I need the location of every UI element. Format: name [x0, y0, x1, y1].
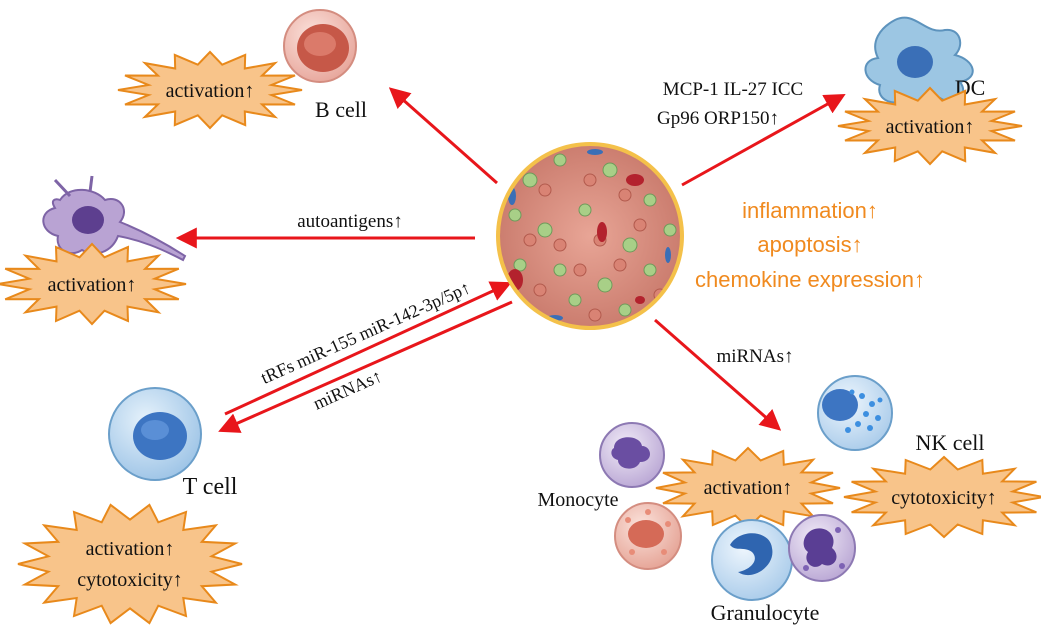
tissue-effect-inflammation: inflammation↑: [742, 198, 878, 223]
dc-burst: [837, 86, 1023, 166]
macrophage-icon: [42, 175, 187, 262]
macrophage-arrow-label: autoantigens↑: [297, 211, 403, 232]
b-cell-icon: [283, 9, 357, 83]
tissue-effect-apoptosis: apoptosis↑: [757, 232, 862, 257]
arrow-from-t-cell: [224, 281, 512, 416]
t-cell-burst: [17, 503, 243, 625]
b-cell-burst: [117, 50, 303, 130]
t-cell-effect-1: activation↑: [86, 538, 175, 560]
arrow-to-t-cell: [218, 300, 513, 433]
tissue-effect-chemokine: chemokine expression↑: [695, 267, 925, 292]
arrow-to-b-cell: [388, 87, 498, 185]
innate-effect: activation↑: [704, 477, 793, 499]
t-cell-arrow-label-down: miRNAs↑: [310, 366, 385, 414]
dc-arrow-label-line1: MCP-1 IL-27 ICC: [663, 79, 803, 100]
monocyte-label: Monocyte: [537, 489, 618, 511]
nk-cell-label: NK cell: [915, 430, 984, 455]
b-cell-effect: activation↑: [166, 80, 255, 102]
neutrophil-icon: [711, 519, 793, 601]
nk-cell-effect: cytotoxicity↑: [891, 487, 997, 509]
innate-burst: [655, 446, 841, 530]
arrow-to-innate-cells: [654, 318, 782, 431]
arrows: [175, 87, 846, 433]
granulocyte-icon: [614, 502, 856, 601]
innate-arrow-label: miRNAs↑: [716, 346, 793, 367]
b-cell-label: B cell: [315, 97, 367, 122]
tissue-section-icon: [496, 142, 684, 330]
macrophage-burst: [0, 242, 187, 326]
t-cell-label: T cell: [183, 474, 238, 500]
nk-cell-icon: [817, 375, 893, 451]
macrophage-effect: activation↑: [48, 274, 137, 296]
t-cell-icon: [108, 387, 202, 481]
dc-arrow-label-line2: Gp96 ORP150↑: [657, 108, 779, 129]
monocyte-icon: [599, 422, 665, 488]
dendritic-cell-icon: [864, 16, 974, 110]
dc-effect: activation↑: [886, 116, 975, 138]
granulocyte-label: Granulocyte: [711, 600, 820, 625]
nk-cell-burst: [843, 455, 1041, 539]
eosinophil-icon: [614, 502, 682, 570]
basophil-icon: [788, 514, 856, 582]
arrow-to-dc: [681, 93, 846, 187]
t-cell-effect-2: cytotoxicity↑: [77, 569, 183, 591]
